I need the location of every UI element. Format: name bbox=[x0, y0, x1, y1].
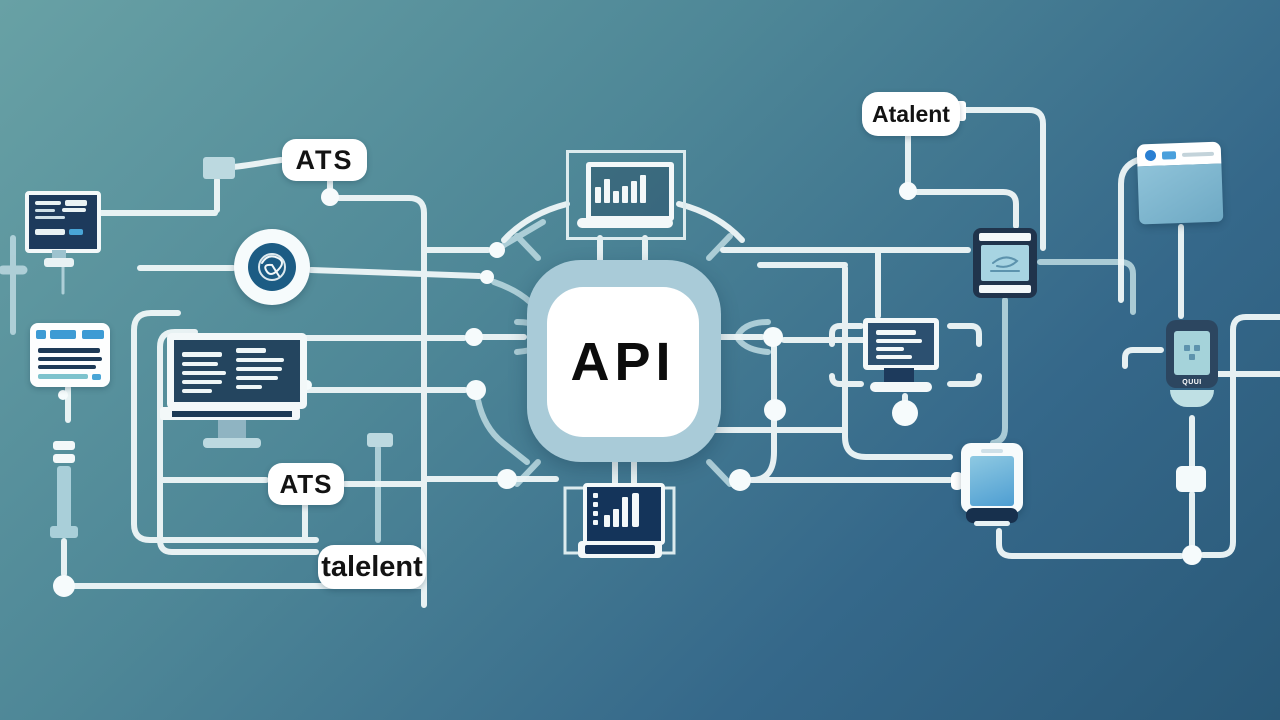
wire-bar-flange bbox=[50, 526, 78, 538]
screen-text-line bbox=[65, 200, 87, 206]
screen-text-line bbox=[182, 389, 212, 393]
small-connector-square-right bbox=[1176, 466, 1206, 492]
handheld-device-right: QUUI bbox=[1166, 320, 1218, 388]
gauge-scribble-icon bbox=[258, 253, 286, 281]
screen-text-line bbox=[62, 208, 86, 212]
monitor-right bbox=[863, 318, 939, 370]
screen-text-line bbox=[35, 209, 55, 212]
phone-dock-lip bbox=[974, 521, 1010, 526]
connector-block-mid-left bbox=[367, 433, 393, 447]
phone-right bbox=[961, 443, 1023, 513]
tablet-right bbox=[973, 228, 1037, 298]
laptop-base-strip bbox=[585, 545, 655, 554]
bar-chart-icon bbox=[593, 493, 639, 527]
monitor-right-base bbox=[870, 382, 932, 392]
tablet-top-strip bbox=[979, 233, 1031, 241]
phone-speaker bbox=[981, 449, 1003, 453]
label-ats-top-text: ATS bbox=[295, 144, 354, 175]
connector-block-top-left bbox=[203, 157, 235, 179]
monitor-top-left bbox=[25, 191, 101, 253]
browser-dot-icon bbox=[1144, 149, 1157, 162]
monitor-left-bezel-strip bbox=[172, 411, 292, 417]
monitor-left-stand bbox=[218, 420, 246, 440]
bar-chart-icon bbox=[595, 175, 646, 203]
handheld-screen bbox=[1174, 331, 1210, 375]
browser-body bbox=[1137, 163, 1224, 225]
tablet-glyph-icon bbox=[990, 256, 1020, 272]
card-text-line bbox=[38, 348, 100, 353]
monitor-left-base bbox=[203, 438, 261, 448]
screen-text-line bbox=[182, 362, 218, 366]
browser-tab-chip bbox=[1161, 151, 1177, 160]
browser-header bbox=[1136, 141, 1222, 167]
screen-text-line bbox=[236, 348, 266, 353]
screen-text-line bbox=[236, 367, 282, 371]
dash-segment-1 bbox=[53, 441, 75, 450]
label-ats-bottom: ATS bbox=[268, 463, 344, 505]
handheld-dock-cap bbox=[1170, 390, 1214, 407]
screen-text-line bbox=[876, 339, 922, 343]
browser-window-top-right bbox=[1136, 141, 1224, 225]
label-talent: talelent bbox=[318, 545, 426, 589]
browser-tab-chip bbox=[36, 330, 46, 339]
label-ats-bottom-text: ATS bbox=[279, 468, 333, 499]
card-accent-chip bbox=[92, 374, 101, 380]
thick-wire-bar bbox=[57, 466, 71, 530]
screen-text-line bbox=[236, 376, 278, 380]
api-chip: API bbox=[527, 260, 721, 462]
card-search-bar bbox=[38, 374, 88, 379]
handheld-caption: QUUI bbox=[1182, 379, 1202, 386]
screen-text-line bbox=[236, 385, 262, 389]
browser-tab-chip bbox=[82, 330, 104, 339]
wire-nodes bbox=[53, 182, 1202, 597]
monitor-top-left-stand bbox=[52, 250, 66, 260]
monitor-right-stand bbox=[884, 368, 914, 383]
label-atalent: Atalent bbox=[862, 92, 960, 136]
analytics-laptop-bottom bbox=[578, 483, 665, 559]
label-atalent-text: Atalent bbox=[872, 100, 950, 127]
screen-text-line bbox=[182, 352, 222, 357]
screen-text-line bbox=[35, 201, 61, 205]
screen-text-line bbox=[35, 229, 65, 235]
screen-text-line bbox=[182, 371, 226, 375]
screen-accent-chip bbox=[69, 229, 83, 235]
screen-text-line bbox=[876, 347, 904, 351]
phone-side-nub bbox=[951, 472, 963, 490]
tablet-bottom-strip bbox=[979, 285, 1031, 293]
analytics-screen bbox=[583, 483, 665, 545]
gauge-badge bbox=[234, 229, 310, 305]
browser-card-left bbox=[30, 323, 110, 387]
phone-screen bbox=[970, 456, 1014, 506]
monitor-top-left-base bbox=[44, 258, 74, 267]
api-chip-label: API bbox=[570, 332, 676, 392]
browser-url-line bbox=[1181, 151, 1215, 157]
label-ats-top: ATS bbox=[282, 139, 367, 181]
tablet-screen bbox=[981, 245, 1029, 281]
api-chip-face: API bbox=[547, 287, 699, 437]
screen-text-line bbox=[35, 216, 65, 219]
card-text-line bbox=[38, 365, 96, 369]
card-text-line bbox=[38, 357, 102, 361]
dashboard-laptop-base bbox=[577, 218, 673, 228]
screen-text-line bbox=[182, 380, 222, 384]
gauge-badge-core bbox=[248, 243, 296, 291]
screen-text-line bbox=[876, 330, 916, 335]
screen-text-line bbox=[236, 358, 284, 362]
dashboard-monitor-top bbox=[566, 150, 686, 240]
label-talent-text: talelent bbox=[321, 550, 423, 583]
phone-dock-bar bbox=[966, 508, 1018, 523]
screen-text-line bbox=[876, 355, 912, 359]
handheld-glyph-icon bbox=[1184, 345, 1200, 360]
dash-segment-2 bbox=[53, 454, 75, 463]
dashboard-screen bbox=[586, 162, 674, 221]
monitor-left bbox=[167, 333, 307, 409]
browser-tab-chip bbox=[50, 330, 76, 339]
